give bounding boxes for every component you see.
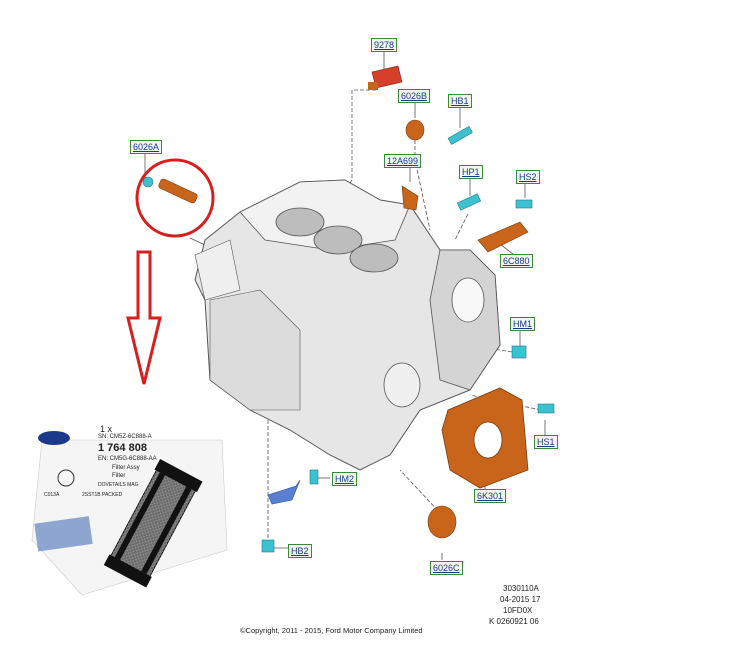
label-small: DOVETAILS MAG	[98, 482, 139, 488]
part-HS2	[515, 199, 533, 209]
part-HM2	[309, 469, 319, 485]
callout-HP1: HP1	[459, 165, 483, 179]
ford-logo-icon	[38, 431, 70, 445]
part-12A699	[401, 185, 419, 211]
filter-photo-svg	[22, 420, 230, 612]
highlight-circle	[135, 158, 215, 238]
callout-6026A: 6026A	[130, 140, 163, 154]
part-HB2	[261, 539, 275, 553]
copyright-text: ©Copyright, 2011 - 2015, Ford Motor Comp…	[240, 626, 423, 635]
callout-6026C: 6026C	[430, 561, 463, 575]
part-6026B	[405, 119, 425, 141]
callout-HS1: HS1	[534, 435, 558, 449]
part-9278	[368, 65, 403, 90]
part-HP1	[456, 193, 482, 211]
meta-line-3: 10FD0X	[503, 606, 533, 615]
engine-block	[194, 179, 501, 471]
callout-HM1: HM1	[510, 317, 536, 331]
callout-HS2: HS2	[516, 170, 540, 184]
callout-6K301: 6K301	[474, 489, 507, 503]
label-desc-2: Filter	[112, 473, 126, 479]
callout-12A699: 12A699	[384, 154, 422, 168]
part-HB1	[447, 125, 473, 145]
callout-HB2: HB2	[288, 544, 312, 558]
recycle-icon	[57, 469, 75, 487]
callout-6026B: 6026B	[398, 89, 431, 103]
label-qty: 1 x	[100, 424, 113, 434]
label-desc-1: Filter Assy	[112, 465, 140, 471]
part-bracket	[267, 479, 301, 505]
meta-line-4: K 0260921 06	[489, 617, 539, 626]
part-6K301	[441, 387, 529, 489]
label-d: 2SST1B PACKED	[82, 492, 123, 498]
label-part-number: 1 764 808	[98, 442, 147, 454]
part-6C880	[477, 221, 529, 253]
down-arrow	[126, 250, 162, 385]
label-en: EN: CM5G-6C888-AA	[98, 456, 157, 462]
label-sn: SN: CM5Z-6C888-A	[98, 434, 152, 440]
label-c: C013A	[44, 492, 60, 498]
callout-9278: 9278	[371, 38, 398, 52]
part-HS1	[537, 403, 555, 414]
meta-line-1: 3030110A	[503, 584, 539, 593]
filter-cylinder	[103, 459, 203, 588]
meta-line-2: 04-2015 17	[500, 595, 541, 604]
part-6026A	[142, 176, 198, 204]
callout-HM2: HM2	[332, 472, 358, 486]
part-6026C	[427, 505, 457, 539]
part-HM1	[511, 345, 527, 359]
callout-6C880: 6C880	[500, 254, 533, 268]
callout-HB1: HB1	[448, 94, 472, 108]
filter-photo: 1 x SN: CM5Z-6C888-A 1 764 808 EN: CM5G-…	[22, 420, 230, 612]
